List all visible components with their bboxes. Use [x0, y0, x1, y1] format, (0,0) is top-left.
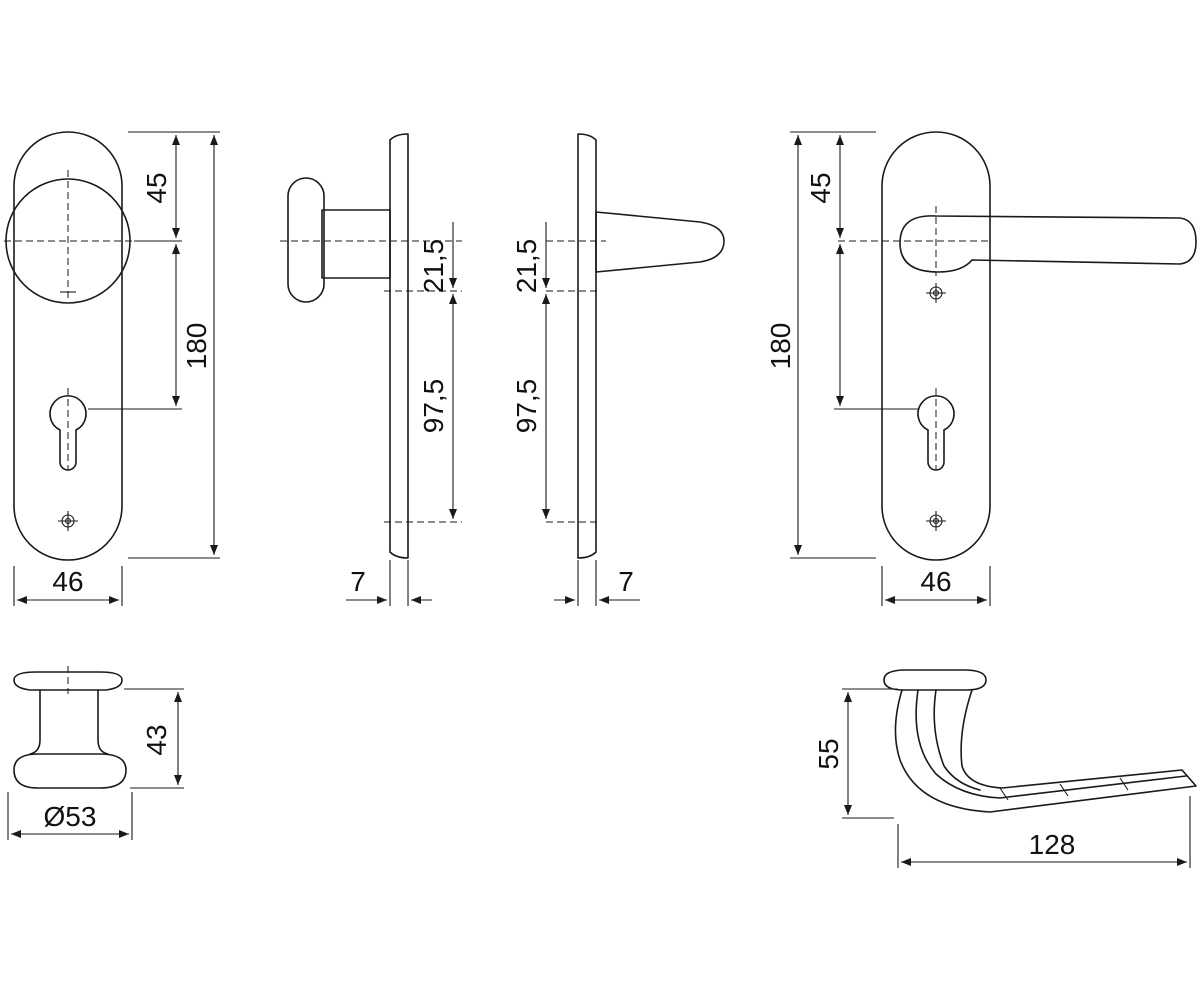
knob-top-neck: [29, 689, 109, 755]
lever-top-inner: [915, 689, 1187, 799]
knob-backplate: [13, 131, 123, 561]
knob-neck: [321, 209, 391, 279]
dim-lever-plate-height: 180: [765, 323, 796, 370]
dim-knob-side-upper: 21,5: [418, 239, 449, 294]
dim-knob-spindle-offset: 45: [141, 172, 172, 203]
lever-top-outer: [894, 689, 1197, 813]
dim-knob-diameter: Ø53: [44, 801, 97, 832]
lever-handle: [899, 215, 1197, 273]
dim-knob-plate-height: 180: [181, 323, 212, 370]
lever-top-inner2: [933, 689, 981, 791]
lever-side-profile: [595, 211, 725, 273]
lever-side-plate: [577, 133, 597, 559]
dim-lever-length: 128: [1029, 829, 1076, 860]
knob-top-view: 43 Ø53: [7, 666, 184, 840]
screw-icon: [926, 283, 946, 303]
dim-knob-plate-width: 46: [52, 566, 83, 597]
dim-knob-side-lower: 97,5: [418, 379, 449, 434]
knob-top-head: [13, 753, 127, 789]
lever-top-rosette: [883, 669, 987, 691]
dim-knob-side-thickness: 7: [350, 566, 366, 597]
knob-head-side: [287, 177, 325, 303]
knob-side-plate: [389, 133, 409, 559]
dim-knob-projection: 43: [141, 724, 172, 755]
dim-lever-spindle-offset: 45: [805, 172, 836, 203]
screw-icon: [926, 511, 946, 531]
dim-lever-side-thickness: 7: [618, 566, 634, 597]
dim-lever-side-lower: 97,5: [511, 379, 542, 434]
knob-side-view: 21,5 97,5 7: [280, 133, 462, 606]
knob-top-rosette: [13, 671, 123, 691]
lever-backplate: [881, 131, 991, 561]
lever-top-view: 55 128: [813, 669, 1197, 868]
dim-lever-side-upper: 21,5: [511, 239, 542, 294]
screw-icon: [58, 511, 78, 531]
knob-front-view: 45 180 46: [4, 131, 220, 606]
dim-lever-plate-width: 46: [920, 566, 951, 597]
lever-side-view: 21,5 97,5 7: [511, 133, 725, 606]
dim-lever-projection: 55: [813, 738, 844, 769]
lever-front-view: 45 180 46: [765, 131, 1197, 606]
